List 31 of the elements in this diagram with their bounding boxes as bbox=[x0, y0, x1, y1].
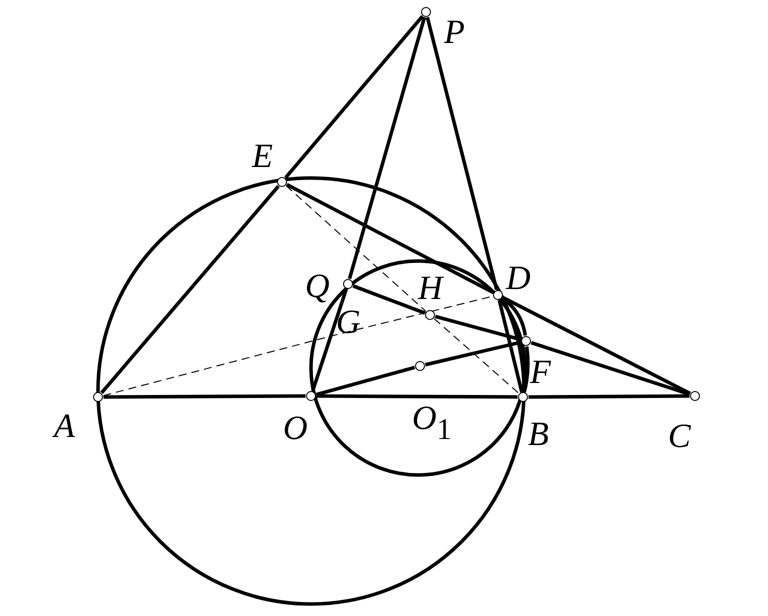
point-label: A bbox=[54, 410, 75, 444]
line-segment bbox=[104, 394, 306, 399]
point-label: D bbox=[506, 262, 531, 296]
line-segment bbox=[348, 16, 426, 280]
line-segment bbox=[498, 300, 524, 392]
point-label: C bbox=[668, 420, 691, 454]
point-label: F bbox=[530, 356, 551, 390]
point-label: E bbox=[252, 140, 273, 174]
point-label: Q bbox=[305, 270, 330, 304]
line-segment bbox=[100, 185, 280, 394]
dashed-line bbox=[102, 332, 344, 396]
line-segment bbox=[502, 296, 691, 396]
line-segment bbox=[311, 288, 348, 392]
line-segment bbox=[286, 183, 494, 294]
line-segment bbox=[284, 15, 424, 179]
line-segment bbox=[424, 340, 522, 366]
line-segment bbox=[528, 394, 690, 399]
dashed-line bbox=[286, 185, 426, 312]
line-segment bbox=[434, 314, 522, 342]
point-label: B bbox=[528, 418, 549, 452]
point-label: P bbox=[444, 16, 465, 50]
line-segment bbox=[316, 366, 416, 396]
point-label: O bbox=[283, 412, 308, 446]
line-segment bbox=[426, 16, 498, 290]
arc bbox=[522, 346, 530, 392]
line-segment bbox=[316, 394, 518, 399]
line-segment bbox=[530, 341, 690, 396]
dashed-line bbox=[434, 318, 520, 394]
line-segment bbox=[352, 284, 426, 315]
point-label: H bbox=[418, 272, 443, 306]
point-label: G bbox=[336, 306, 361, 340]
